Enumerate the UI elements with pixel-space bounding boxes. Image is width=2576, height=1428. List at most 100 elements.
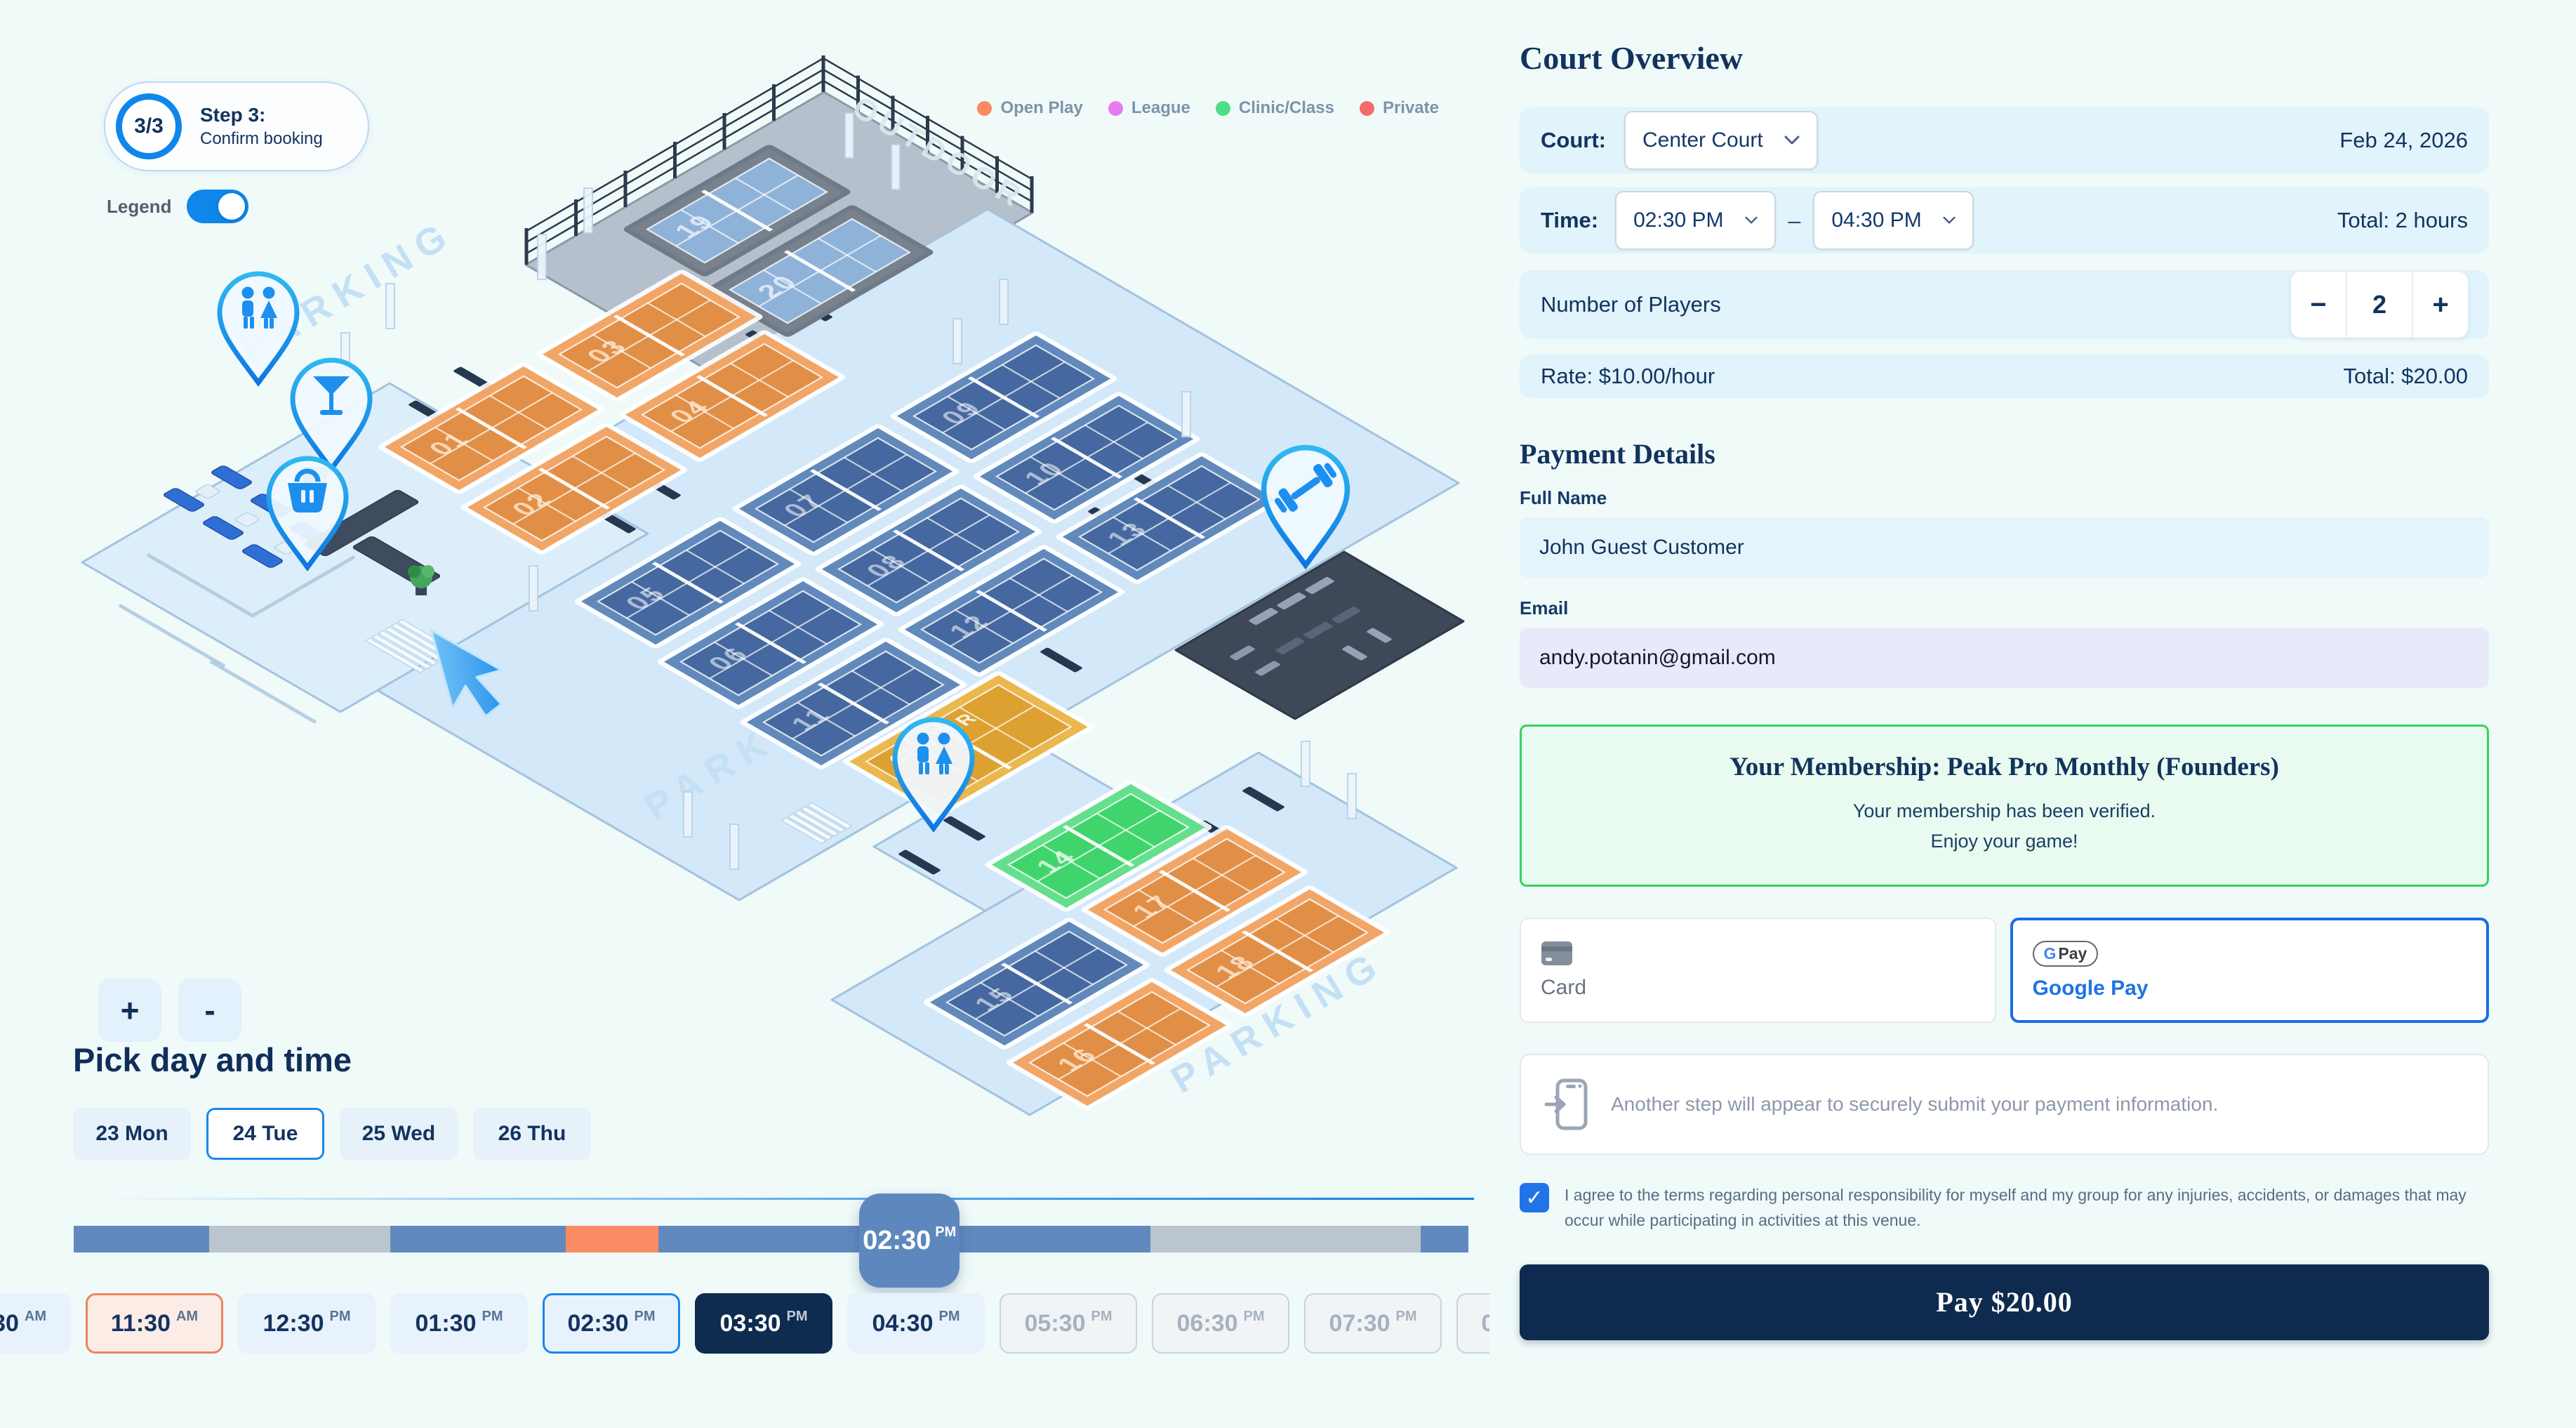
court-02[interactable]: 02 xyxy=(458,421,690,555)
day-chip-26-thu[interactable]: 26 Thu xyxy=(473,1108,591,1160)
players-increment-button[interactable]: + xyxy=(2432,289,2449,320)
court-09[interactable]: 09 xyxy=(888,330,1120,464)
membership-line1: Your membership has been verified. xyxy=(1852,800,2156,821)
time-slider-track[interactable] xyxy=(74,1226,1468,1252)
court-08[interactable]: 08 xyxy=(813,483,1044,617)
booking-panel: Court Overview Court: Center Court Feb 2… xyxy=(1520,0,2489,1340)
court-16[interactable]: 16 xyxy=(1004,977,1235,1111)
legend-toggle[interactable] xyxy=(187,190,249,223)
facility-map: PARKINGPARKINGPARKING1920010302040507090… xyxy=(81,55,1465,1116)
terms-text: I agree to the terms regarding personal … xyxy=(1565,1186,2467,1230)
map-zoom-out-button[interactable]: - xyxy=(178,979,241,1042)
end-time-value: 04:30 PM xyxy=(1831,209,1922,232)
google-pay-method-label: Google Pay xyxy=(2032,976,2149,1000)
timeline-segment xyxy=(1150,1226,1421,1252)
restroom-pin xyxy=(892,717,975,833)
court-20[interactable]: 20 xyxy=(704,204,936,338)
court-01[interactable]: 01 xyxy=(376,361,607,495)
court-select[interactable]: Center Court xyxy=(1624,111,1818,170)
pay-button[interactable]: Pay $20.00 xyxy=(1520,1264,2489,1340)
membership-banner: Your Membership: Peak Pro Monthly (Found… xyxy=(1520,725,2489,887)
legend-item-private: Private xyxy=(1359,98,1439,118)
court-03[interactable]: 03 xyxy=(533,268,765,402)
step-progress-badge: 3/3 xyxy=(116,93,182,159)
court-11[interactable]: 11 xyxy=(738,636,969,770)
card-icon xyxy=(1541,941,1572,966)
end-time-select[interactable]: 04:30 PM xyxy=(1813,191,1974,250)
court-15[interactable]: 15 xyxy=(921,916,1153,1050)
full-name-label: Full Name xyxy=(1520,487,1607,508)
duration-total: Total: 2 hours xyxy=(2337,208,2468,232)
bar-pin xyxy=(290,357,373,473)
court-10[interactable]: 10 xyxy=(971,390,1202,524)
map-zoom-in-button[interactable]: + xyxy=(98,979,161,1042)
court-select-value: Center Court xyxy=(1642,128,1763,152)
players-row: Number of Players − 2 + xyxy=(1520,270,2489,339)
court-12[interactable]: 12 xyxy=(896,543,1127,677)
court-13[interactable]: 13 xyxy=(1054,451,1285,585)
players-decrement-button[interactable]: − xyxy=(2310,289,2327,320)
court-overview-title: Court Overview xyxy=(1520,40,1744,76)
toggle-knob xyxy=(218,193,246,220)
email-field[interactable]: andy.potanin@gmail.com xyxy=(1520,628,2489,688)
rate-row: Rate: $10.00/hour Total: $20.00 xyxy=(1520,355,2489,398)
timeline-segment xyxy=(208,1226,391,1252)
start-time-select[interactable]: 02:30 PM xyxy=(1615,191,1776,250)
legend-dot xyxy=(1359,100,1374,116)
payment-method-google-pay[interactable]: G Pay Google Pay xyxy=(2010,918,2489,1024)
step-indicator: 3/3 Step 3: Confirm booking xyxy=(104,81,369,171)
court-19[interactable]: 19 xyxy=(621,143,853,277)
court-05[interactable]: 05 xyxy=(572,515,804,649)
restroom-pin xyxy=(217,271,300,387)
terms-checkbox[interactable]: ✓ xyxy=(1520,1183,1549,1213)
court-14[interactable]: 14 xyxy=(983,779,1214,913)
legend-item-clinic-class: Clinic/Class xyxy=(1215,98,1334,118)
payment-details-title: Payment Details xyxy=(1520,438,1715,470)
timeline-segment xyxy=(1421,1226,1468,1252)
court-18[interactable]: 18 xyxy=(1162,884,1393,1018)
slider-handle-meridiem: PM xyxy=(935,1224,957,1240)
start-time-value: 02:30 PM xyxy=(1633,209,1724,232)
time-label: Time: xyxy=(1541,208,1599,232)
gym-floor xyxy=(1174,550,1465,720)
court-17[interactable]: 17 xyxy=(1079,824,1310,958)
full-name-field[interactable]: John Guest Customer xyxy=(1520,517,2489,578)
payment-method-card[interactable]: Card xyxy=(1520,918,1996,1024)
chevron-down-icon xyxy=(1943,216,1956,224)
chevron-down-icon xyxy=(1784,135,1800,145)
day-chip-24-tue[interactable]: 24 Tue xyxy=(206,1108,324,1160)
card-method-label: Card xyxy=(1541,976,1587,1000)
step-title: Step 3: xyxy=(200,104,266,126)
legend-item-league: League xyxy=(1108,98,1190,118)
court-06[interactable]: 06 xyxy=(655,576,887,710)
rate-label: Rate: $10.00/hour xyxy=(1541,364,1715,388)
court-row: Court: Center Court Feb 24, 2026 xyxy=(1520,107,2489,173)
booking-date: Feb 24, 2026 xyxy=(2339,128,2468,152)
court-07[interactable]: 07 xyxy=(730,423,962,557)
day-picker: 23 Mon 24 Tue 25 Wed 26 Thu xyxy=(73,1108,591,1160)
court-04[interactable]: 04 xyxy=(616,329,848,463)
day-chip-25-wed[interactable]: 25 Wed xyxy=(340,1108,458,1160)
day-chip-23-mon[interactable]: 23 Mon xyxy=(73,1108,191,1160)
timeline-segment xyxy=(390,1226,566,1252)
bench xyxy=(898,849,941,875)
email-label: Email xyxy=(1520,597,1569,619)
bench xyxy=(943,816,985,841)
legend-dot xyxy=(1108,100,1123,116)
players-stepper: − 2 + xyxy=(2291,272,2468,338)
court-label: Court: xyxy=(1541,128,1606,152)
gym-pin xyxy=(1261,444,1350,570)
legend-dot xyxy=(977,100,992,116)
